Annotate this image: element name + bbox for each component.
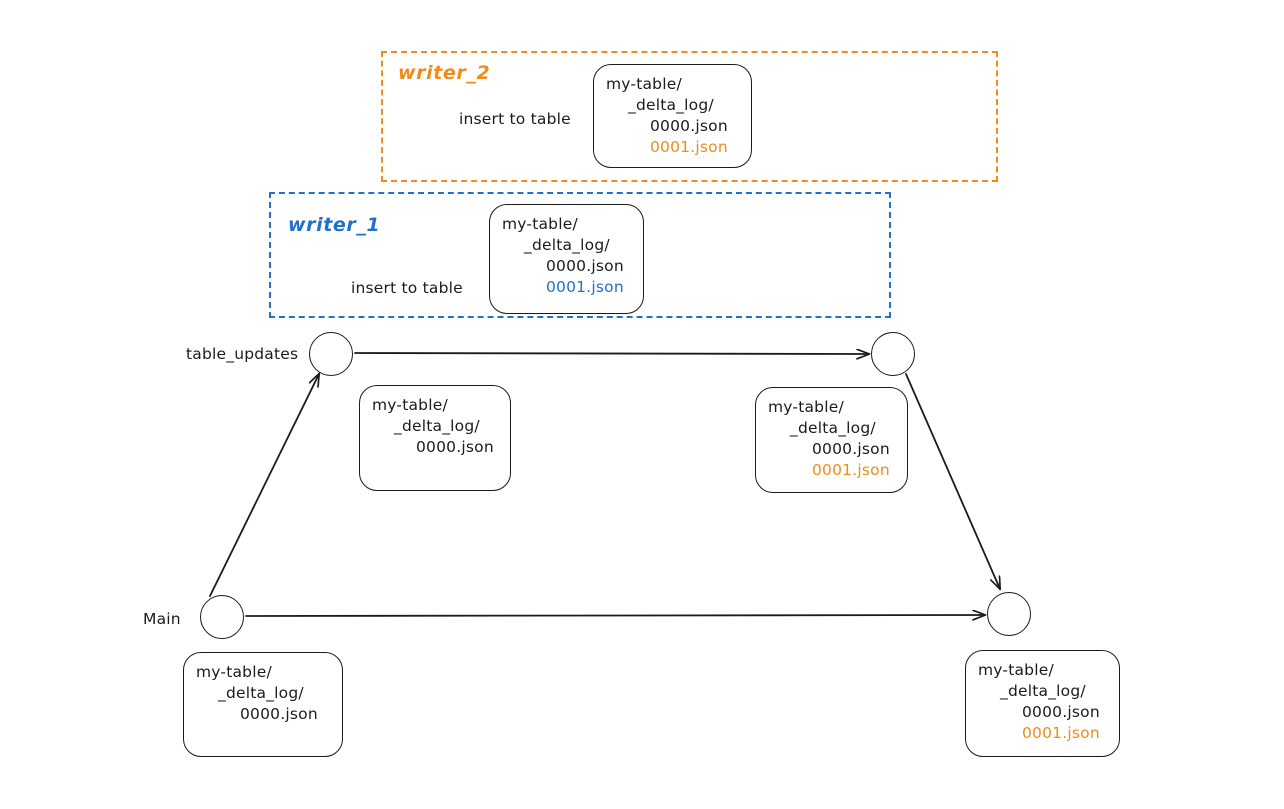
filebox-line: my-table/ [768,398,844,416]
node-table-updates-start[interactable] [309,332,353,376]
filebox-line: _delta_log/ [394,417,480,435]
filebox-line: my-table/ [502,215,578,233]
filebox-table-updates-start: my-table/ _delta_log/ 0000.json [359,385,511,491]
filebox-line-highlight: 0001.json [1022,724,1100,742]
filebox-main-end: my-table/ _delta_log/ 0000.json 0001.jso… [965,650,1120,757]
filebox-line: 0000.json [1022,703,1100,721]
edge-main-commit [245,615,985,616]
filebox-line-highlight: 0001.json [650,138,728,156]
filebox-line: _delta_log/ [1000,682,1086,700]
region-writer-2 [381,51,998,182]
edge-table-updates-to-main [905,373,1000,589]
filebox-writer-2: my-table/ _delta_log/ 0000.json 0001.jso… [593,64,752,168]
filebox-line: 0000.json [546,257,624,275]
edge-main-to-table-updates [209,374,319,597]
region-writer-1 [269,192,891,318]
filebox-writer-1: my-table/ _delta_log/ 0000.json 0001.jso… [489,204,644,314]
filebox-line: my-table/ [372,396,448,414]
filebox-line-highlight: 0001.json [812,461,890,479]
region-writer-2-label: writer_2 [398,62,491,84]
filebox-line: my-table/ [196,663,272,681]
writer-2-insert-note: insert to table [459,110,571,128]
filebox-line: _delta_log/ [524,236,610,254]
edge-table-updates-commit [354,353,869,354]
region-writer-1-label: writer_1 [288,214,381,236]
filebox-line: 0000.json [812,440,890,458]
filebox-line: 0000.json [416,438,494,456]
node-table-updates-end[interactable] [871,332,915,376]
filebox-line: my-table/ [978,661,1054,679]
filebox-line: 0000.json [240,705,318,723]
filebox-line: _delta_log/ [218,684,304,702]
filebox-line: my-table/ [606,75,682,93]
node-main-end[interactable] [987,592,1031,636]
branch-label-main: Main [143,610,181,628]
writer-1-insert-note: insert to table [351,279,463,297]
filebox-line: _delta_log/ [790,419,876,437]
filebox-main-start: my-table/ _delta_log/ 0000.json [183,652,343,757]
filebox-line: 0000.json [650,117,728,135]
filebox-table-updates-end: my-table/ _delta_log/ 0000.json 0001.jso… [755,387,908,493]
filebox-line-highlight: 0001.json [546,278,624,296]
node-main-start[interactable] [200,595,244,639]
filebox-line: _delta_log/ [628,96,714,114]
branch-label-table-updates: table_updates [186,345,299,363]
